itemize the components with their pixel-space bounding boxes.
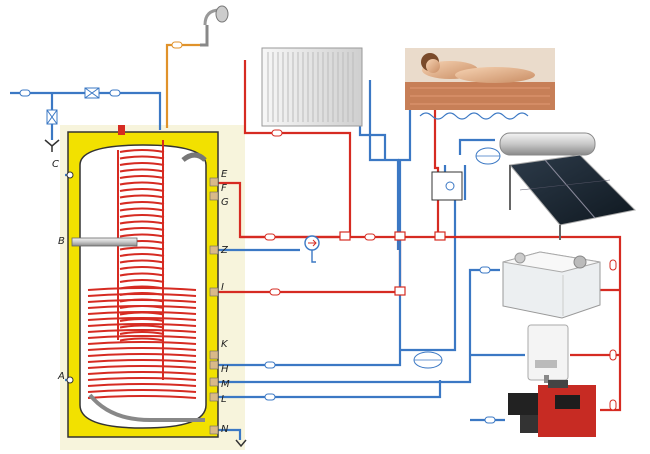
tank-h-return [215,160,402,367]
radiator-return-pipe [368,80,400,250]
underfloor-supply-pipe [433,105,440,237]
bottom-inner-pipe [88,393,205,422]
underfloor-heating-icon [405,48,555,120]
radiator-supply-pipe [243,60,352,237]
solar-loop-pipe [400,200,457,352]
port-label-i: I [221,282,224,293]
tank-l-return [215,380,442,399]
storage-tank [66,125,219,438]
port-label-h: H [221,364,229,375]
port-label-z: Z [221,245,228,256]
radiator-return-link [358,80,387,160]
tank-n-drain [215,428,242,440]
solar-return-pipe [458,138,495,155]
radiator-icon [261,47,363,127]
lower-heat-exchanger-coil [87,287,197,399]
flow-arrows [19,41,617,424]
shower-head-icon [200,5,229,47]
tank-ports [209,177,219,435]
heat-pump-icon [502,251,601,319]
port-label-m: M [221,379,230,390]
solar-pump-station [431,171,463,201]
port-label-g: G [221,197,229,208]
expansion-vessel-icon-2 [413,351,443,369]
port-label-c: C [52,159,59,170]
port-label-n: N [221,424,229,435]
electric-heating-element [71,237,138,247]
expansion-vessel-icon [475,147,501,165]
hot-outlet-tube [181,152,207,162]
solar-collector-icon [499,132,637,240]
solid-fuel-boiler-icon [508,380,596,437]
ground-icon [235,439,247,448]
port-label-a: A [58,371,65,382]
cold-inlet-pipe [10,91,162,130]
pipe-junctions [339,231,446,296]
port-label-f: F [221,183,227,194]
dhw-outlet-pipe [165,43,200,128]
valve-icon [84,87,100,99]
port-label-l: L [221,394,227,405]
port-label-b: B [58,236,65,247]
port-label-k: K [221,339,228,350]
pipe-network [10,43,622,440]
underfloor-return-pipe [398,105,412,162]
boiler-supply-pipe [460,235,622,412]
gas-boiler-icon [527,324,569,383]
drain-valve-icon [44,109,60,152]
port-label-e: E [221,169,228,180]
pump-icon [304,235,320,263]
